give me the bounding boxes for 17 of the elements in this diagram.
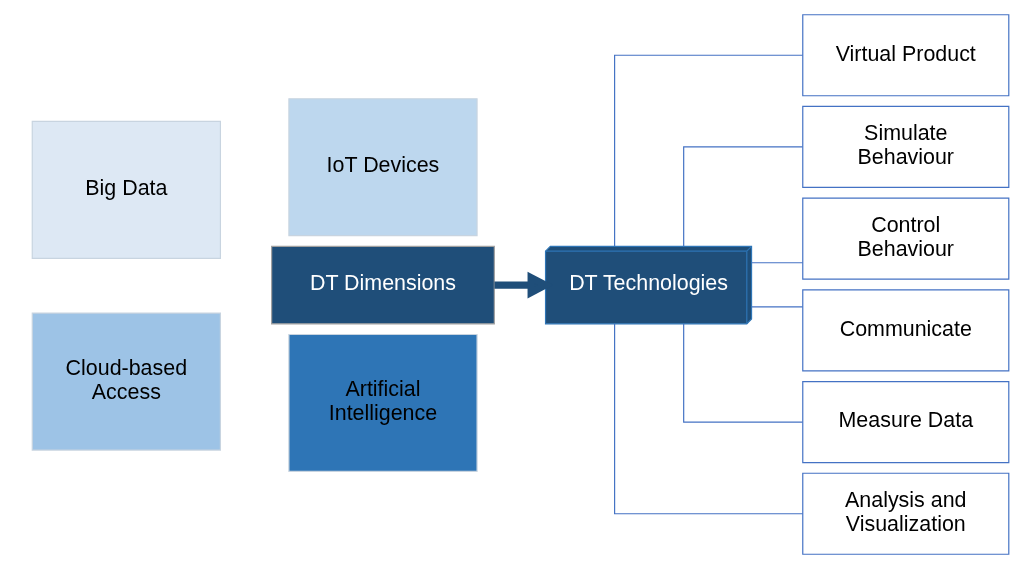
- node-box: Virtual Product: [802, 14, 1010, 97]
- node-box: Cloud-based Access: [31, 312, 221, 451]
- node-box: Control Behaviour: [802, 197, 1010, 280]
- node-box: Artificial Intelligence: [288, 333, 478, 473]
- node-box: Big Data: [31, 120, 221, 259]
- connector: [751, 262, 804, 264]
- node-box: Communicate: [802, 289, 1010, 372]
- node-box: Simulate Behaviour: [802, 105, 1010, 189]
- node-box: Measure Data: [802, 380, 1010, 464]
- connector: [751, 306, 804, 308]
- connector: [614, 54, 804, 247]
- connector: [683, 146, 804, 247]
- connector: [683, 323, 804, 423]
- node-box: DT Dimensions: [271, 245, 495, 325]
- connector: [614, 323, 804, 515]
- node-box: Analysis and Visualization: [802, 472, 1010, 555]
- node-box: IoT Devices: [288, 98, 478, 237]
